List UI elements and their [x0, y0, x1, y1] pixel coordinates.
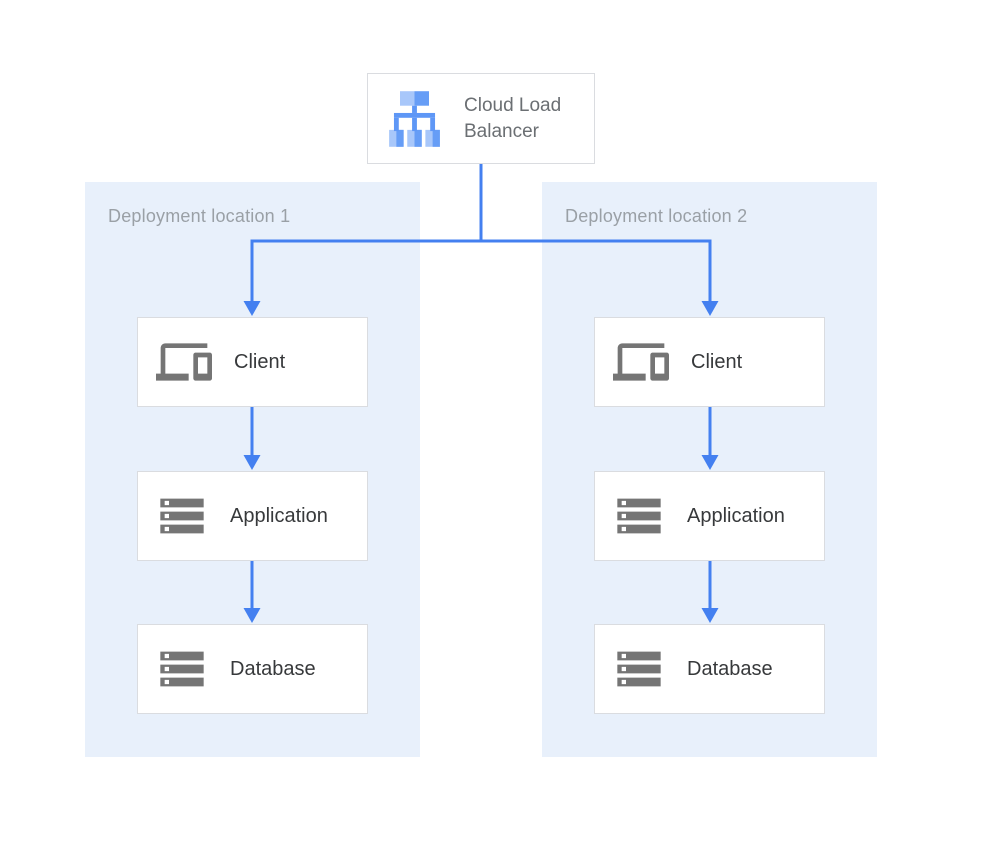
node-cloud-load-balancer: Cloud Load Balancer: [367, 73, 595, 164]
node-label: Database: [230, 657, 316, 680]
node-label: Database: [687, 657, 773, 680]
load-balancer-icon: [389, 90, 440, 148]
storage-icon: [156, 643, 208, 695]
node-database-zone-2: Database: [594, 624, 825, 714]
node-application-zone-2: Application: [594, 471, 825, 561]
storage-icon: [613, 643, 665, 695]
zone-2-label: Deployment location 2: [565, 206, 748, 226]
zone-1-label: Deployment location 1: [108, 206, 291, 226]
load-balancer-label: Cloud Load Balancer: [464, 94, 562, 142]
devices-icon: [613, 334, 669, 390]
node-application-zone-1: Application: [137, 471, 368, 561]
node-client-zone-1: Client: [137, 317, 368, 407]
node-client-zone-2: Client: [594, 317, 825, 407]
devices-icon: [156, 334, 212, 390]
node-label: Application: [230, 504, 328, 527]
storage-icon: [613, 490, 665, 542]
storage-icon: [156, 490, 208, 542]
node-database-zone-1: Database: [137, 624, 368, 714]
node-label: Client: [234, 350, 286, 373]
deployment-zone-2: Deployment location 2 Client Application: [542, 182, 877, 757]
deployment-zone-1: Deployment location 1 Client Application: [85, 182, 420, 757]
node-label: Application: [687, 504, 785, 527]
node-label: Client: [691, 350, 743, 373]
